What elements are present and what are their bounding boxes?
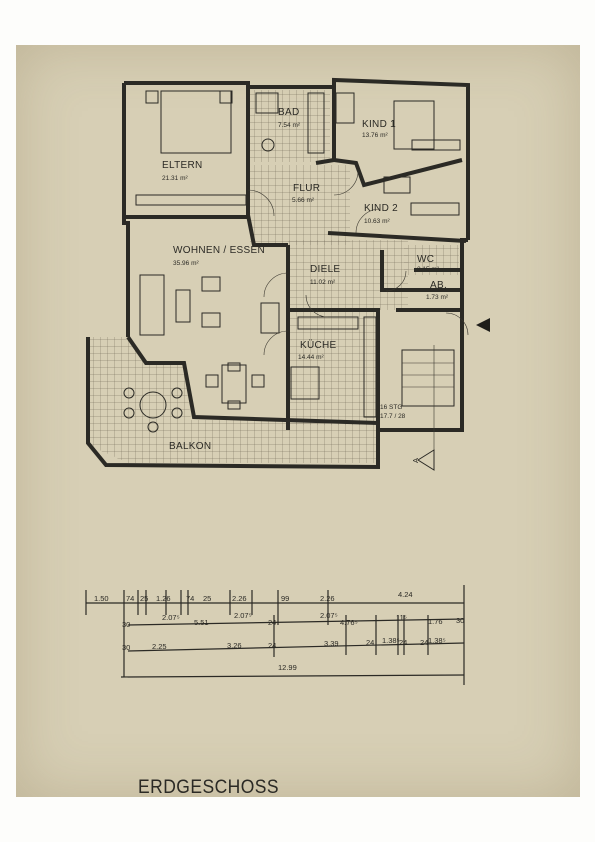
furniture [123, 90, 461, 433]
dim-wall-7: 30 [456, 616, 464, 625]
room-name-flur: FLUR [293, 183, 320, 194]
room-name-ab: AB. [430, 280, 447, 291]
room-name-kueche: KÜCHE [300, 339, 337, 351]
dim-wall-3: 24 [268, 641, 276, 650]
diele-tiles [288, 240, 408, 310]
dim-r1-9: 4.24 [398, 590, 413, 599]
floor-title: ERDGESCHOSS [138, 777, 280, 798]
section-marker-label: A [411, 458, 420, 463]
room-area-ab: 1.73 m² [426, 294, 449, 301]
room-area-wohnen: 35.96 m² [173, 260, 199, 267]
section-marker-icon [417, 449, 435, 471]
room-name-wc: WC [417, 254, 434, 265]
dim-r2-0: 2.07⁵ [162, 613, 180, 622]
dim-r2-4: 4.76⁵ [340, 618, 358, 627]
stair-label-ratio: 17.7 / 28 [380, 413, 406, 420]
dim-r1-6: 2.26 [232, 594, 247, 603]
room-area-kueche: 14.44 m² [298, 354, 324, 361]
dim-r3-4: 1.38⁵ [428, 636, 446, 645]
room-name-kind2: KIND 2 [364, 203, 398, 214]
room-area-wc: 2.15 m² [417, 266, 440, 273]
dim-wall-6: 24 [420, 638, 428, 647]
room-name-kind1: KIND 1 [362, 119, 396, 130]
room-area-diele: 11.02 m² [310, 279, 336, 286]
dim-r3-0: 2.25 [152, 642, 167, 651]
dim-wall-2: 24 [268, 618, 276, 627]
dim-r2-6: 1.76 [428, 617, 443, 626]
dim-r3-3: 1.38⁵ [382, 636, 400, 645]
room-area-kind1: 13.76 m² [362, 132, 388, 139]
room-name-eltern: ELTERN [162, 160, 203, 171]
dim-r1-1: 74 [126, 594, 134, 603]
room-area-bad: 7.54 m² [278, 122, 301, 129]
room-name-diele: DIELE [310, 264, 340, 275]
dim-r1-3: 1.26 [156, 594, 171, 603]
dim-wall-1: 30 [122, 643, 130, 652]
dim-wall-5: 24 [399, 638, 407, 647]
dim-r3-2: 3.39 [324, 639, 339, 648]
dim-r1-8: 2.26 [320, 594, 335, 603]
room-name-bad: BAD [278, 107, 299, 118]
plan-sheet: A ELTERN 21.31 m² BAD 7.54 m² KIND 1 13.… [16, 45, 580, 798]
dim-r1-4: 74 [186, 594, 194, 603]
room-area-eltern: 21.31 m² [162, 175, 188, 182]
dim-wall-4: 24 [366, 638, 374, 647]
dim-r1-0: 1.50 [94, 594, 109, 603]
stair-label-steps: 16 STG [380, 404, 402, 411]
bath-tiles [250, 90, 330, 162]
dim-r2-3: 2.07⁵ [320, 611, 338, 620]
dim-r1-7: 99 [281, 594, 289, 603]
door-swings [247, 170, 469, 356]
dim-total: 12.99 [278, 663, 297, 672]
dimension-chains: 1.50 74 25 1.26 74 25 2.26 99 2.26 4.24 … [85, 585, 465, 685]
dim-r2-1: 5.51 [194, 618, 209, 627]
room-area-flur: 5.66 m² [292, 197, 315, 204]
dim-r2-5: 11⁵ [396, 613, 407, 622]
dim-r3-1: 3.26 [227, 641, 242, 650]
dim-wall-0: 30 [122, 620, 130, 629]
dim-r2-2: 2.07⁵ [234, 611, 252, 620]
room-labels: ELTERN 21.31 m² BAD 7.54 m² KIND 1 13.76… [162, 107, 449, 452]
floor-plan: A ELTERN 21.31 m² BAD 7.54 m² KIND 1 13.… [85, 77, 490, 685]
room-name-balkon: BALKON [169, 441, 211, 452]
room-name-wohnen: WOHNEN / ESSEN [173, 245, 265, 256]
balcony-tiles [88, 337, 376, 463]
entrance-arrow-icon [476, 318, 490, 332]
dim-r1-5: 25 [203, 594, 211, 603]
dim-r1-2: 25 [140, 594, 148, 603]
room-area-kind2: 10.63 m² [364, 218, 390, 225]
